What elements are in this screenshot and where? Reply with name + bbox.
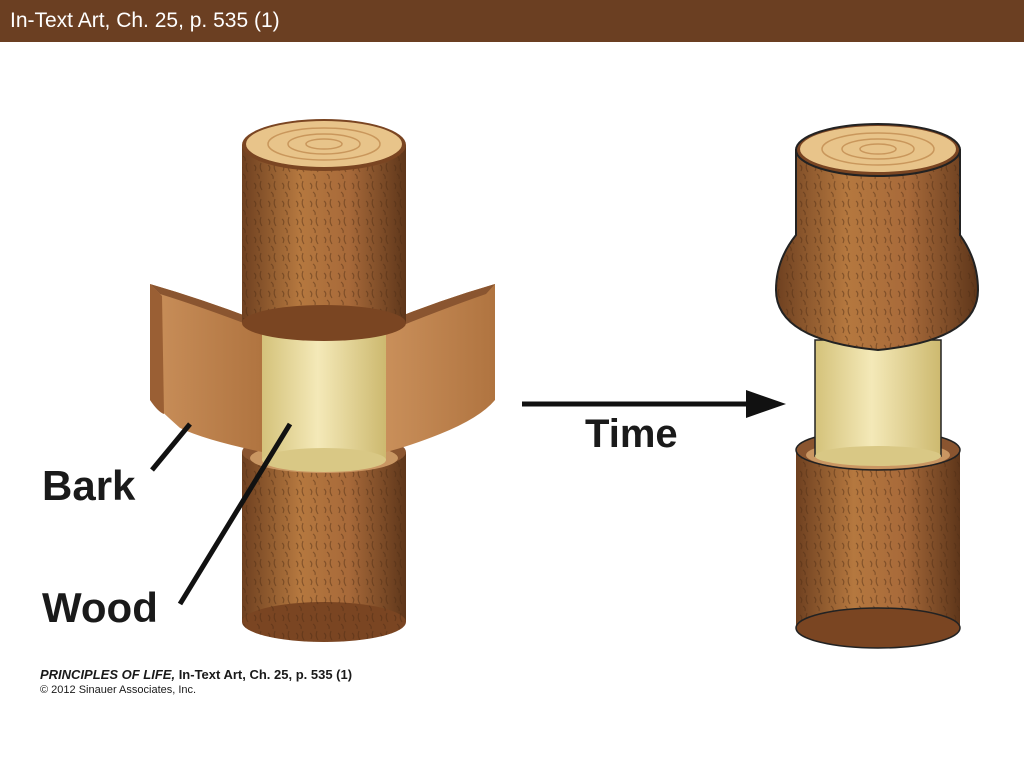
bark-label: Bark bbox=[42, 462, 136, 509]
girdled-trunk bbox=[150, 119, 495, 642]
exposed-wood-after bbox=[814, 339, 942, 466]
upper-trunk-segment bbox=[242, 119, 406, 341]
figure-credit: PRINCIPLES OF LIFE, In-Text Art, Ch. 25,… bbox=[40, 667, 352, 696]
swollen-trunk bbox=[774, 123, 980, 649]
copyright-notice: © 2012 Sinauer Associates, Inc. bbox=[40, 684, 197, 696]
time-arrow bbox=[522, 390, 786, 418]
wood-leader-line bbox=[177, 422, 293, 606]
art-reference: In-Text Art, Ch. 25, p. 535 (1) bbox=[175, 667, 353, 682]
swollen-upper-trunk bbox=[774, 123, 980, 352]
time-label: Time bbox=[585, 412, 678, 456]
book-title: PRINCIPLES OF LIFE, bbox=[40, 667, 176, 682]
left-bark-flap bbox=[150, 284, 262, 452]
header-bar: In-Text Art, Ch. 25, p. 535 (1) bbox=[0, 0, 1024, 42]
bark-leader-line bbox=[150, 422, 192, 472]
right-bark-flap bbox=[386, 284, 495, 452]
slide-title: In-Text Art, Ch. 25, p. 535 (1) bbox=[10, 9, 280, 32]
lower-trunk-segment bbox=[242, 432, 406, 642]
credit-reference: PRINCIPLES OF LIFE, In-Text Art, Ch. 25,… bbox=[40, 667, 352, 682]
exposed-wood bbox=[262, 322, 386, 472]
wood-label: Wood bbox=[42, 584, 158, 631]
